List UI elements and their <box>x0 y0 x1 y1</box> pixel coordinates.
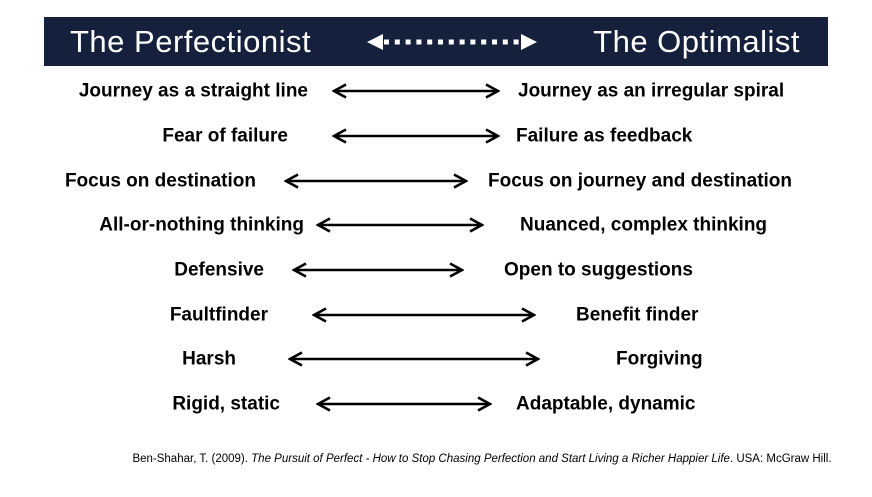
row-right-label: Journey as an irregular spiral <box>518 80 785 102</box>
double-arrow-icon <box>284 172 468 189</box>
row-right-label: Failure as feedback <box>516 125 693 147</box>
comparison-row: Faultfinder Benefit finder <box>0 292 872 337</box>
double-arrow-icon <box>288 351 540 367</box>
double-arrow-icon <box>332 128 500 144</box>
row-left-label: Rigid, static <box>172 393 280 415</box>
comparison-row: Fear of failure Failure as feedback <box>0 114 872 159</box>
header-left-label: The Perfectionist <box>70 24 312 59</box>
double-arrow-icon <box>316 396 492 412</box>
row-right-label: Adaptable, dynamic <box>516 393 696 415</box>
comparison-row: Defensive Open to suggestions <box>0 248 872 293</box>
citation: Ben-Shahar, T. (2009). The Pursuit of Pe… <box>0 453 872 465</box>
double-arrow-icon <box>316 217 484 233</box>
row-left-label: Focus on destination <box>64 170 256 192</box>
header-right-label: The Optimalist <box>593 24 800 59</box>
comparison-rows: Journey as a straight line Journey as an… <box>0 69 872 426</box>
row-left-label: Journey as a straight line <box>78 80 308 102</box>
row-left-label: Faultfinder <box>169 304 268 326</box>
citation-title: The Pursuit of Perfect - How to Stop Cha… <box>251 453 730 465</box>
row-right-label: Open to suggestions <box>504 259 693 281</box>
comparison-row: Rigid, static Adaptable, dynamic <box>0 381 872 426</box>
double-arrow-icon <box>332 83 500 99</box>
comparison-row: All-or-nothing thinking Nuanced, complex… <box>0 203 872 248</box>
row-left-label: Defensive <box>174 259 264 281</box>
row-right-label: Nuanced, complex thinking <box>520 214 768 236</box>
comparison-row: Journey as a straight line Journey as an… <box>0 69 872 114</box>
row-right-label: Benefit finder <box>576 304 699 326</box>
header-banner: The Perfectionist The Optimalist <box>44 17 828 66</box>
comparison-row: Harsh Forgiving <box>0 337 872 382</box>
double-arrow-icon <box>292 262 464 278</box>
row-left-label: Fear of failure <box>162 125 288 147</box>
double-arrow-icon <box>312 306 536 323</box>
comparison-row: Focus on destination Focus on journey an… <box>0 158 872 203</box>
citation-suffix: . USA: McGraw Hill. <box>729 453 832 465</box>
row-left-label: All-or-nothing thinking <box>99 214 304 236</box>
row-right-label: Focus on journey and destination <box>488 170 793 192</box>
row-left-label: Harsh <box>182 348 236 370</box>
citation-prefix: Ben-Shahar, T. (2009). <box>132 453 252 465</box>
header-dashed-double-arrow-icon <box>367 33 538 50</box>
row-right-label: Forgiving <box>616 348 703 370</box>
